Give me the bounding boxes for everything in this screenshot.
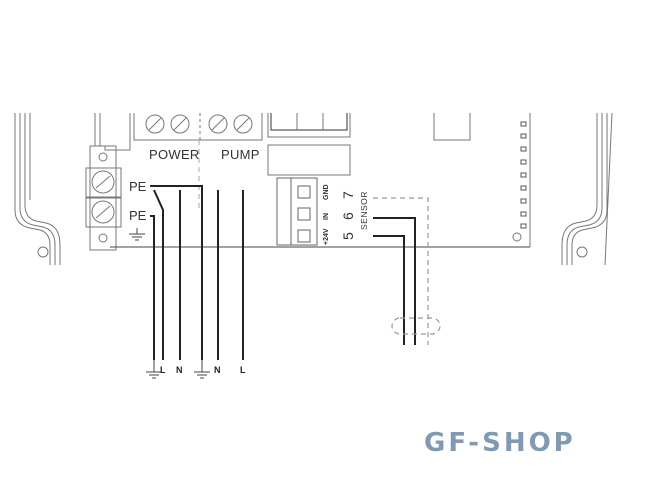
pump-n-label: N bbox=[214, 365, 221, 375]
sensor-wires bbox=[373, 217, 416, 345]
sensor-label: SENSOR bbox=[359, 191, 369, 230]
power-earth-icon bbox=[146, 360, 162, 379]
pin-7-number: 7 bbox=[340, 191, 356, 199]
connector-block bbox=[267, 113, 471, 176]
pump-earth-icon bbox=[194, 360, 210, 379]
pin-6-number: 6 bbox=[340, 212, 356, 220]
sensor-terminal-block bbox=[276, 177, 318, 246]
pe-label-1: PE bbox=[129, 179, 147, 194]
gf-shop-watermark: GF-SHOP bbox=[424, 428, 576, 458]
pin-5-signal: +24V bbox=[323, 228, 330, 245]
left-enclosure-bracket bbox=[14, 113, 61, 265]
power-n-label: N bbox=[176, 365, 183, 375]
power-label: POWER bbox=[149, 147, 200, 162]
power-pump-terminals bbox=[133, 113, 263, 210]
sensor-shield bbox=[373, 197, 441, 345]
pin-5-number: 5 bbox=[340, 232, 356, 240]
pump-l-label: L bbox=[240, 365, 246, 375]
mains-wires bbox=[150, 185, 244, 360]
pe-label-2: PE bbox=[129, 208, 147, 223]
pin-7-signal: GND bbox=[323, 184, 330, 200]
earth-symbol-icon bbox=[129, 228, 145, 241]
power-l-label: L bbox=[160, 365, 166, 375]
pcb-board-outline bbox=[110, 113, 531, 248]
right-enclosure-bracket bbox=[561, 112, 613, 266]
earth-terminal-strip bbox=[85, 113, 131, 251]
pin-6-signal: IN bbox=[323, 213, 330, 220]
pump-label: PUMP bbox=[221, 147, 260, 162]
